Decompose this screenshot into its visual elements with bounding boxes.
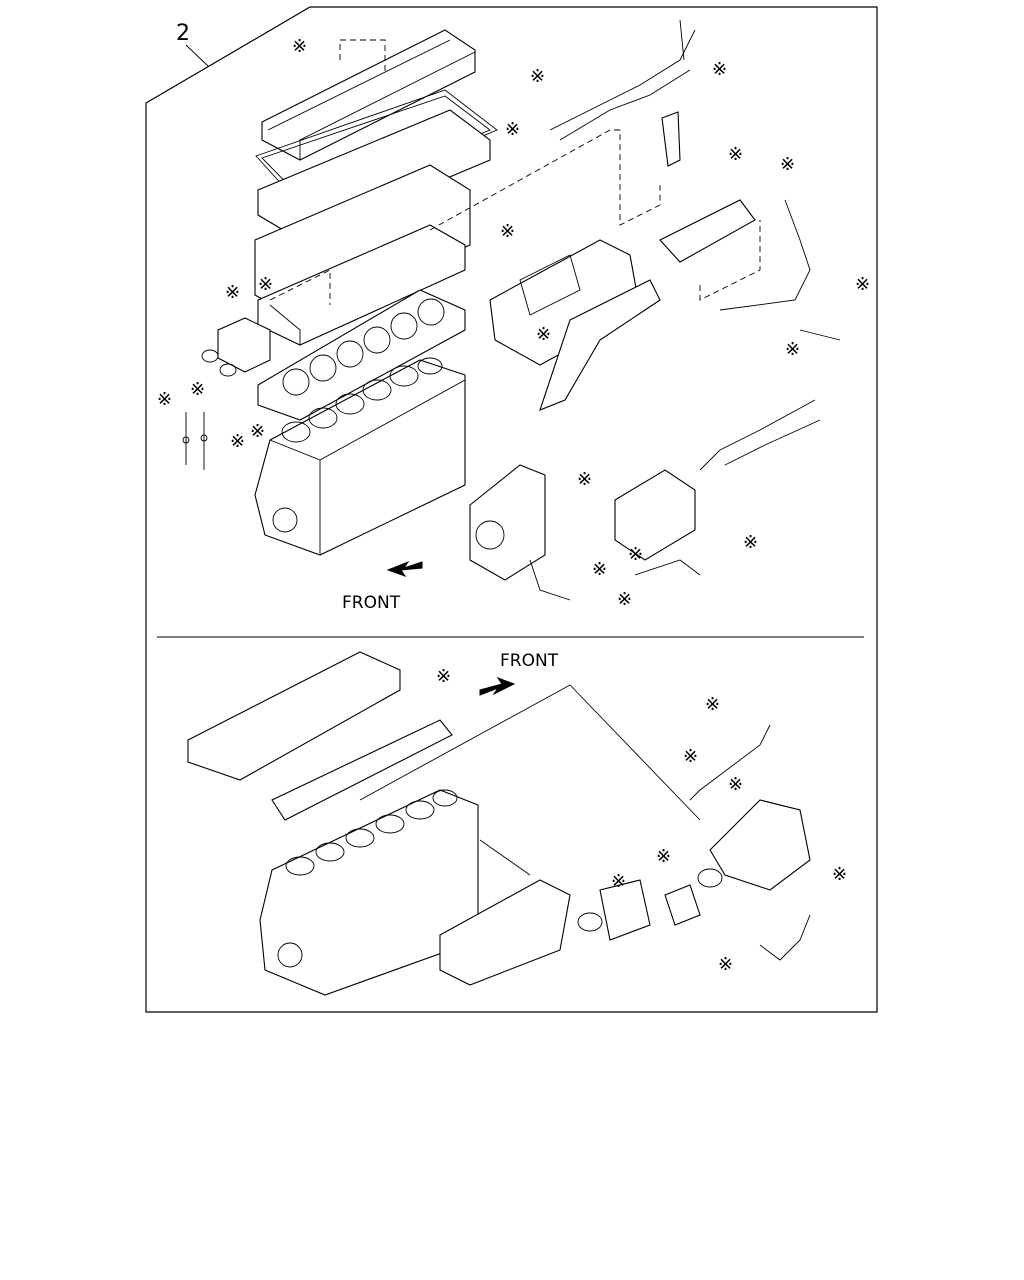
- fuel-pipes-right: [699, 199, 841, 471]
- cylinder-head-cover: [261, 29, 476, 161]
- svg-text:※: ※: [855, 274, 870, 295]
- front-arrow-icon-bottom: [479, 676, 516, 696]
- svg-text:※: ※: [190, 379, 205, 400]
- turbocharger: [697, 799, 811, 891]
- oil-drain-pipe: [759, 914, 811, 961]
- svg-text:※: ※: [436, 666, 451, 687]
- leader-line-bottom-1: [359, 684, 701, 821]
- head-bolts-left: [182, 412, 208, 470]
- injection-pump: [614, 469, 696, 561]
- svg-text:※: ※: [250, 421, 265, 442]
- reference-marker-group-top: ※ ※ ※ ※ ※ ※ ※ ※ ※ ※ ※ ※ ※ ※ ※ ※ ※ ※ ※ ※ …: [157, 36, 870, 610]
- common-rail: [659, 199, 756, 263]
- pump-pipes: [529, 559, 701, 601]
- svg-text:※: ※: [225, 282, 240, 303]
- camshaft: [271, 719, 453, 821]
- leader-dashed-4: [269, 269, 331, 305]
- svg-text:※: ※: [611, 871, 626, 892]
- head-gasket: [257, 289, 466, 421]
- water-pump: [577, 879, 651, 941]
- reference-marker-group-bottom: ※ ※ ※ ※ ※ ※ ※ ※: [436, 666, 847, 975]
- svg-text:※: ※: [258, 274, 273, 295]
- svg-text:※: ※: [705, 694, 720, 715]
- svg-text:※: ※: [230, 431, 245, 452]
- intake-manifold-bottom: [187, 651, 401, 781]
- leader-dashed-2: [429, 129, 661, 231]
- svg-text:※: ※: [785, 339, 800, 360]
- rocker-cover-frame: [257, 109, 491, 241]
- svg-text:※: ※: [728, 774, 743, 795]
- oil-feed-pipe: [689, 724, 771, 801]
- front-label-bottom: FRONT: [500, 651, 559, 671]
- front-label-top: FRONT: [342, 593, 401, 613]
- injector: [661, 111, 681, 167]
- svg-text:※: ※: [617, 589, 632, 610]
- exhaust-manifold: [539, 279, 661, 411]
- svg-text:※: ※: [505, 119, 520, 140]
- svg-text:※: ※: [712, 59, 727, 80]
- item-number: 2: [176, 21, 190, 46]
- exhaust-manifold-bottom: [439, 879, 571, 986]
- svg-text:※: ※: [628, 544, 643, 565]
- svg-text:※: ※: [530, 66, 545, 87]
- svg-text:※: ※: [656, 846, 671, 867]
- svg-text:※: ※: [780, 154, 795, 175]
- svg-text:※: ※: [577, 469, 592, 490]
- svg-text:※: ※: [536, 324, 551, 345]
- elbow-outlet: [664, 884, 701, 926]
- svg-text:※: ※: [718, 954, 733, 975]
- item-number-leader: [185, 44, 209, 67]
- svg-text:※: ※: [292, 36, 307, 57]
- svg-text:※: ※: [592, 559, 607, 580]
- air-compressor: [469, 464, 546, 581]
- cylinder-block-top: [254, 357, 466, 556]
- svg-text:※: ※: [832, 864, 847, 885]
- leader-line-bottom-2: [479, 839, 531, 876]
- fuel-injector-harness: [549, 19, 696, 141]
- svg-text:※: ※: [500, 221, 515, 242]
- svg-text:※: ※: [157, 389, 172, 410]
- svg-text:※: ※: [743, 532, 758, 553]
- svg-text:※: ※: [728, 144, 743, 165]
- leader-dashed-1: [339, 39, 386, 75]
- cylinder-block-bottom: [259, 789, 479, 996]
- front-arrow-icon-top: [386, 560, 423, 577]
- svg-text:※: ※: [683, 746, 698, 767]
- thermostat-housing: [201, 317, 271, 377]
- diagram-frame: [145, 6, 878, 1013]
